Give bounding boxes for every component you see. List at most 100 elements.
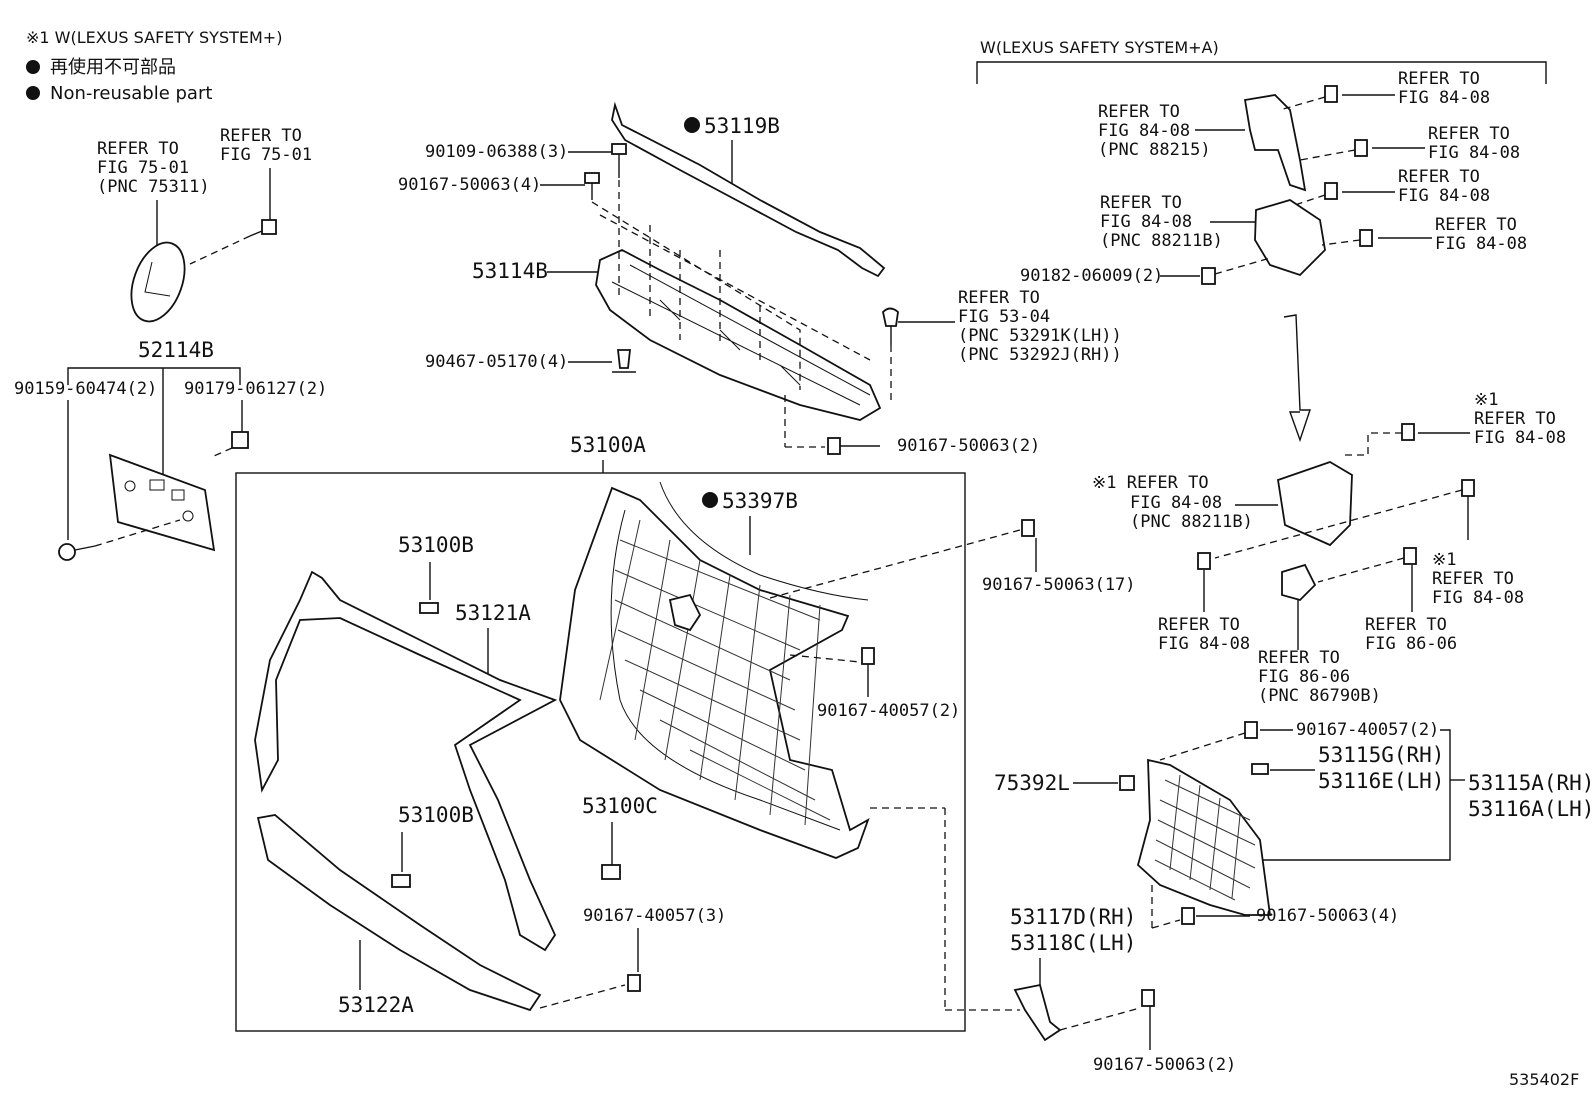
- part-52114B[interactable]: 52114B: [138, 338, 214, 362]
- ss-ref2-1[interactable]: ※1: [1432, 550, 1456, 570]
- part-90467[interactable]: 90467-05170(4): [425, 352, 568, 372]
- part-90167-50063-17[interactable]: 90167-50063(17): [982, 575, 1136, 595]
- grille-seal-part[interactable]: [659, 481, 869, 601]
- radar-top-ref1-1[interactable]: REFER TO: [1398, 69, 1480, 89]
- part-90179[interactable]: 90179-06127(2): [184, 379, 327, 399]
- bolt-part[interactable]: [1461, 479, 1475, 497]
- radar-sensor-ref-3[interactable]: (PNC 88211B): [1100, 231, 1223, 251]
- upper-molding-part[interactable]: [254, 570, 558, 952]
- upper-support-part[interactable]: [595, 248, 882, 421]
- bolt-part[interactable]: [1244, 721, 1258, 739]
- part-90109[interactable]: 90109-06388(3): [425, 142, 568, 162]
- ss-nut-ref-2[interactable]: FIG 84-08: [1158, 634, 1250, 654]
- retainer-part[interactable]: [419, 602, 439, 614]
- clip-part[interactable]: [601, 864, 621, 880]
- ss-sensor-ref-1[interactable]: ※1 REFER TO: [1092, 473, 1209, 493]
- part-53100A[interactable]: 53100A: [570, 433, 646, 457]
- bolt-part[interactable]: [1324, 182, 1338, 200]
- radar-bracket-ref-3[interactable]: (PNC 88215): [1098, 140, 1211, 160]
- part-53121A[interactable]: 53121A: [455, 601, 531, 625]
- ss-cam-ref-3[interactable]: (PNC 86790B): [1258, 686, 1381, 706]
- clip-ref-3[interactable]: (PNC 53291K(LH)): [958, 326, 1122, 346]
- clip-ref-1[interactable]: REFER TO: [958, 288, 1040, 308]
- radiator-grille-part[interactable]: [559, 486, 870, 859]
- license-nut-part[interactable]: [231, 431, 249, 449]
- emblem-bolt-ref-2[interactable]: FIG 75-01: [220, 145, 312, 165]
- nut-part[interactable]: [1197, 552, 1211, 570]
- part-75392L[interactable]: 75392L: [994, 771, 1070, 795]
- emblem-nut-part[interactable]: [249, 219, 277, 237]
- emblem-ref-3[interactable]: (PNC 75311): [97, 177, 210, 197]
- ss-ref1-3[interactable]: FIG 84-08: [1474, 428, 1566, 448]
- bolt-part[interactable]: [1324, 85, 1338, 103]
- license-bolt-part[interactable]: [58, 543, 96, 561]
- ss-ref86a-1[interactable]: REFER TO: [1365, 615, 1447, 635]
- radar-bracket-ref-2[interactable]: FIG 84-08: [1098, 121, 1190, 141]
- bolt-part[interactable]: [1021, 519, 1035, 537]
- part-90167-40057-2b[interactable]: 90167-40057(2): [1296, 720, 1439, 740]
- clip-ref-2[interactable]: FIG 53-04: [958, 307, 1050, 327]
- clip-ref-4[interactable]: (PNC 53292J(RH)): [958, 345, 1122, 365]
- radar-top-ref4-1[interactable]: REFER TO: [1435, 215, 1517, 235]
- bolt-part[interactable]: [1403, 547, 1417, 565]
- bolt-part[interactable]: [1181, 907, 1195, 925]
- part-90182[interactable]: 90182-06009(2): [1020, 266, 1163, 286]
- radar-sensor-ref-2[interactable]: FIG 84-08: [1100, 212, 1192, 232]
- ss-ref1-2[interactable]: REFER TO: [1474, 409, 1556, 429]
- side-grille-part[interactable]: [1136, 758, 1272, 916]
- part-53100B-2[interactable]: 53100B: [398, 803, 474, 827]
- emblem-ref-1[interactable]: REFER TO: [97, 139, 179, 159]
- emblem-ref-2[interactable]: FIG 75-01: [97, 158, 189, 178]
- camera-part[interactable]: [1281, 563, 1317, 602]
- clip-part[interactable]: [612, 349, 636, 373]
- part-53122A[interactable]: 53122A: [338, 993, 414, 1017]
- emblem-bolt-ref-1[interactable]: REFER TO: [220, 126, 302, 146]
- part-90167-50063-4b[interactable]: 90167-50063(4): [1256, 906, 1399, 926]
- part-90167-40057-2a[interactable]: 90167-40057(2): [817, 701, 960, 721]
- bolt-part[interactable]: [627, 974, 641, 992]
- retainer-part[interactable]: [391, 874, 411, 888]
- ss-ref86a-2[interactable]: FIG 86-06: [1365, 634, 1457, 654]
- lower-bracket-part[interactable]: [1013, 983, 1062, 1042]
- ss-sensor-part[interactable]: [1276, 461, 1353, 547]
- radar-top-ref4-2[interactable]: FIG 84-08: [1435, 234, 1527, 254]
- license-bracket-part[interactable]: [108, 453, 216, 552]
- radar-top-ref3-2[interactable]: FIG 84-08: [1398, 186, 1490, 206]
- part-90159[interactable]: 90159-60474(2): [14, 379, 157, 399]
- radar-sensor-part[interactable]: [1254, 199, 1326, 277]
- part-53117D[interactable]: 53117D(RH): [1010, 905, 1136, 929]
- part-53114B[interactable]: 53114B: [472, 259, 548, 283]
- bolt-part[interactable]: [1401, 423, 1415, 441]
- part-53119B[interactable]: 53119B: [704, 114, 780, 138]
- part-53118C[interactable]: 53118C(LH): [1010, 931, 1136, 955]
- bolt-part[interactable]: [827, 437, 880, 455]
- ss-ref1-1[interactable]: ※1: [1474, 390, 1498, 410]
- bolt-part[interactable]: [584, 172, 600, 200]
- radar-sensor-ref-1[interactable]: REFER TO: [1100, 193, 1182, 213]
- part-53115G[interactable]: 53115G(RH): [1318, 743, 1444, 767]
- part-53100B-1[interactable]: 53100B: [398, 533, 474, 557]
- part-90167-50063-2b[interactable]: 90167-50063(2): [1093, 1055, 1236, 1075]
- bolt-part[interactable]: [1354, 139, 1368, 157]
- upper-seal-part[interactable]: [611, 101, 886, 278]
- radar-bracket-ref-1[interactable]: REFER TO: [1098, 102, 1180, 122]
- part-53115A[interactable]: 53115A(RH): [1468, 771, 1592, 795]
- nut-part[interactable]: [1201, 267, 1216, 285]
- radar-bracket-part[interactable]: [1243, 94, 1307, 192]
- ss-ref2-2[interactable]: REFER TO: [1432, 569, 1514, 589]
- radar-top-ref1-2[interactable]: FIG 84-08: [1398, 88, 1490, 108]
- ss-nut-ref-1[interactable]: REFER TO: [1158, 615, 1240, 635]
- ss-sensor-ref-2[interactable]: FIG 84-08: [1130, 493, 1222, 513]
- bolt-part[interactable]: [1141, 989, 1155, 1007]
- emblem-part[interactable]: [121, 235, 194, 328]
- radar-top-ref2-1[interactable]: REFER TO: [1428, 124, 1510, 144]
- radar-top-ref3-1[interactable]: REFER TO: [1398, 167, 1480, 187]
- part-53116E[interactable]: 53116E(LH): [1318, 769, 1444, 793]
- retainer-part[interactable]: [1251, 763, 1269, 775]
- part-53116A[interactable]: 53116A(LH): [1468, 797, 1592, 821]
- ss-sensor-ref-3[interactable]: (PNC 88211B): [1130, 512, 1253, 532]
- bolt-part[interactable]: [861, 647, 875, 665]
- lower-molding-part[interactable]: [256, 814, 542, 1012]
- part-90167-50063-4a[interactable]: 90167-50063(4): [398, 175, 541, 195]
- ss-cam-ref-2[interactable]: FIG 86-06: [1258, 667, 1350, 687]
